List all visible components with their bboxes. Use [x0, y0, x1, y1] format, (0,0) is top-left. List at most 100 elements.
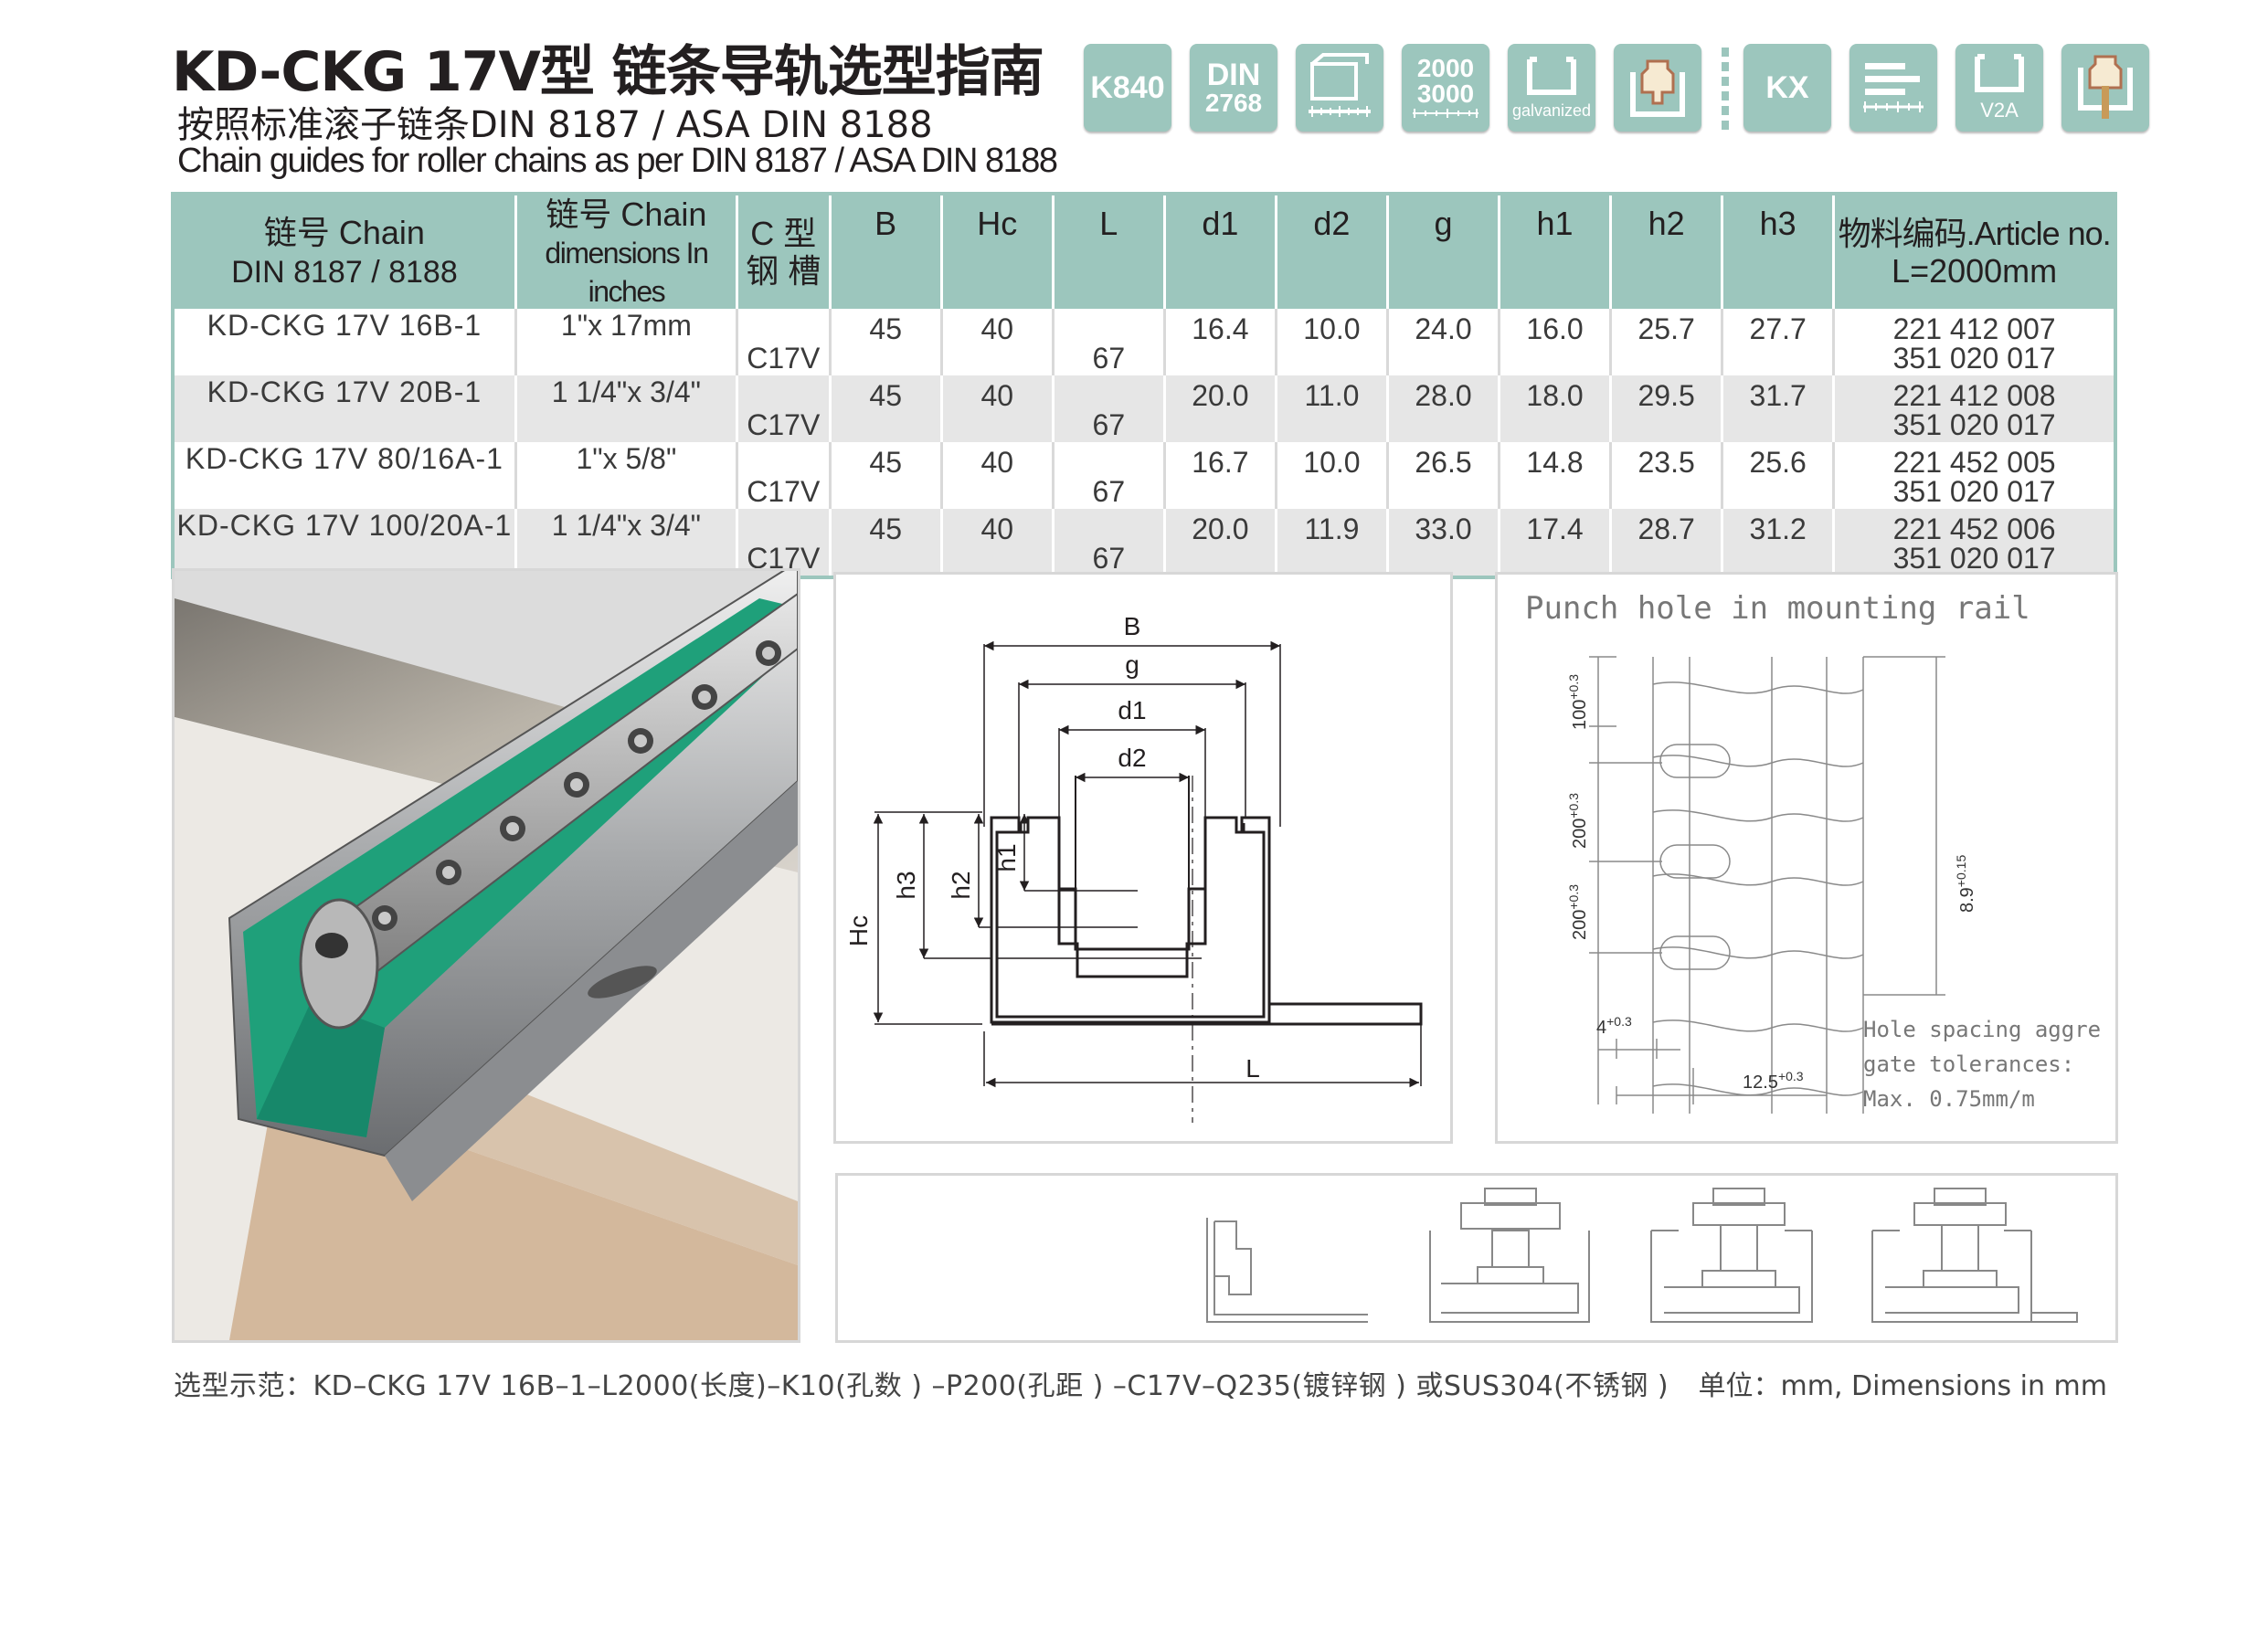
cell-inch: 1 1/4"x 3/4" [515, 375, 738, 443]
cell-h1: 17.4 [1499, 509, 1613, 578]
col-d2: d2 [1276, 194, 1389, 310]
col-d1: d1 [1164, 194, 1277, 310]
assembly-step-4 [1871, 1188, 2078, 1323]
cell-hc: 40 [941, 442, 1055, 510]
cell-h1: 16.0 [1499, 309, 1613, 376]
punch-hole-drawing: Punch hole in mounting rail [1495, 572, 2118, 1144]
assembly-step-1 [1206, 1218, 1368, 1323]
badge-k840: K840 [1084, 44, 1171, 132]
dim-label-l: L [1245, 1054, 1260, 1083]
cell-c: C17V [737, 442, 832, 510]
cell-b: 45 [830, 309, 943, 376]
col-hc: Hc [941, 194, 1055, 310]
cell-l: 67 [1053, 442, 1166, 510]
dim-label-h1: h1 [992, 843, 1021, 872]
tolerance-note-3: Max. 0.75mm/m [1863, 1086, 2035, 1112]
cell-h3: 31.7 [1722, 375, 1836, 443]
cell-name: KD-CKG 17V 80/16A-1 [173, 442, 517, 510]
cell-h3: 27.7 [1722, 309, 1836, 376]
assembly-step-2 [1429, 1188, 1590, 1323]
cell-l: 67 [1053, 309, 1166, 376]
dim-label-d1: d1 [1118, 696, 1146, 724]
dim-4: 4+0.3 [1596, 1014, 1632, 1038]
cell-h3: 31.2 [1722, 509, 1836, 578]
page-title: KD-CKG 17V型 链条导轨选型指南 [172, 40, 1044, 104]
col-c-profile: C 型钢 槽 [737, 194, 832, 310]
ordering-example: 选型示范：KD–CKG 17V 16B–1–L2000(长度)–K10(孔数 )… [174, 1370, 1669, 1402]
mount-icon [1614, 44, 1701, 132]
dim-label-h3: h3 [892, 871, 920, 899]
cell-g: 24.0 [1387, 309, 1501, 376]
cell-b: 45 [830, 375, 943, 443]
col-g: g [1387, 194, 1501, 310]
cell-h1: 18.0 [1499, 375, 1613, 443]
cell-h2: 28.7 [1610, 509, 1724, 578]
dim-label-h2: h2 [947, 871, 975, 899]
col-h2: h2 [1610, 194, 1724, 310]
cell-l: 67 [1053, 375, 1166, 443]
tolerance-note-2: gate tolerances: [1863, 1051, 2074, 1077]
dim-label-g: g [1125, 650, 1139, 679]
cell-c: C17V [737, 375, 832, 443]
cell-inch: 1"x 5/8" [515, 442, 738, 510]
cell-hc: 40 [941, 309, 1055, 376]
rail-icon [1849, 44, 1937, 132]
cell-d2: 10.0 [1276, 442, 1389, 510]
cell-l: 67 [1053, 509, 1166, 578]
cell-d2: 11.0 [1276, 375, 1389, 443]
cell-c: C17V [737, 509, 832, 578]
cell-g: 33.0 [1387, 509, 1501, 578]
cell-b: 45 [830, 509, 943, 578]
dimension-drawing: B g d1 d2 L Hc h3 h2 h1 [833, 572, 1453, 1144]
table-row: KD-CKG 17V 100/20A-1 1 1/4"x 3/4" C17V 4… [173, 509, 2115, 578]
badge-kx: KX [1743, 44, 1831, 132]
table-row: KD-CKG 17V 80/16A-1 1"x 5/8" C17V 45 40 … [173, 442, 2115, 510]
cell-h3: 25.6 [1722, 442, 1836, 510]
profile-icon: galvanized [1508, 44, 1595, 132]
cell-g: 26.5 [1387, 442, 1501, 510]
dim-200a: 200+0.3 [1566, 793, 1590, 849]
mount-bolt-icon [2061, 44, 2149, 132]
units-note: 单位：mm, Dimensions in mm [1698, 1370, 2107, 1402]
cell-d1: 16.7 [1164, 442, 1277, 510]
dim-label-hc: Hc [844, 915, 873, 946]
badge-separator [1722, 48, 1729, 130]
table-row: KD-CKG 17V 20B-1 1 1/4"x 3/4" C17V 45 40… [173, 375, 2115, 443]
cell-h2: 23.5 [1610, 442, 1724, 510]
dim-label-b: B [1124, 612, 1141, 640]
cell-d1: 20.0 [1164, 509, 1277, 578]
cell-d1: 16.4 [1164, 309, 1277, 376]
cell-inch: 1 1/4"x 3/4" [515, 509, 738, 578]
cell-d1: 20.0 [1164, 375, 1277, 443]
cell-b: 45 [830, 442, 943, 510]
col-article: 物料编码.Article no.L=2000mm [1833, 194, 2115, 310]
cell-name: KD-CKG 17V 100/20A-1 [173, 509, 517, 578]
tolerance-note-1: Hole spacing aggre [1863, 1017, 2101, 1042]
col-b: B [830, 194, 943, 310]
cell-g: 28.0 [1387, 375, 1501, 443]
cell-h1: 14.8 [1499, 442, 1613, 510]
table-row: KD-CKG 17V 16B-1 1"x 17mm C17V 45 40 67 … [173, 309, 2115, 376]
col-h1: h1 [1499, 194, 1613, 310]
subtitle-cn: 按照标准滚子链条DIN 8187 / ASA DIN 8188 [177, 104, 933, 146]
cell-h2: 25.7 [1610, 309, 1724, 376]
cell-c: C17V [737, 309, 832, 376]
subtitle-en: Chain guides for roller chains as per DI… [177, 142, 1058, 180]
dim-8-9: 8.9+0.15 [1954, 855, 1977, 913]
cell-h2: 29.5 [1610, 375, 1724, 443]
assembly-steps [835, 1173, 2118, 1343]
dim-100: 100+0.3 [1566, 674, 1590, 730]
profile-icon: V2A [1955, 44, 2043, 132]
assembly-step-3 [1650, 1188, 1813, 1323]
length-icon [1296, 44, 1383, 132]
cell-name: KD-CKG 17V 16B-1 [173, 309, 517, 376]
dim-12-5: 12.5+0.3 [1743, 1069, 1804, 1093]
